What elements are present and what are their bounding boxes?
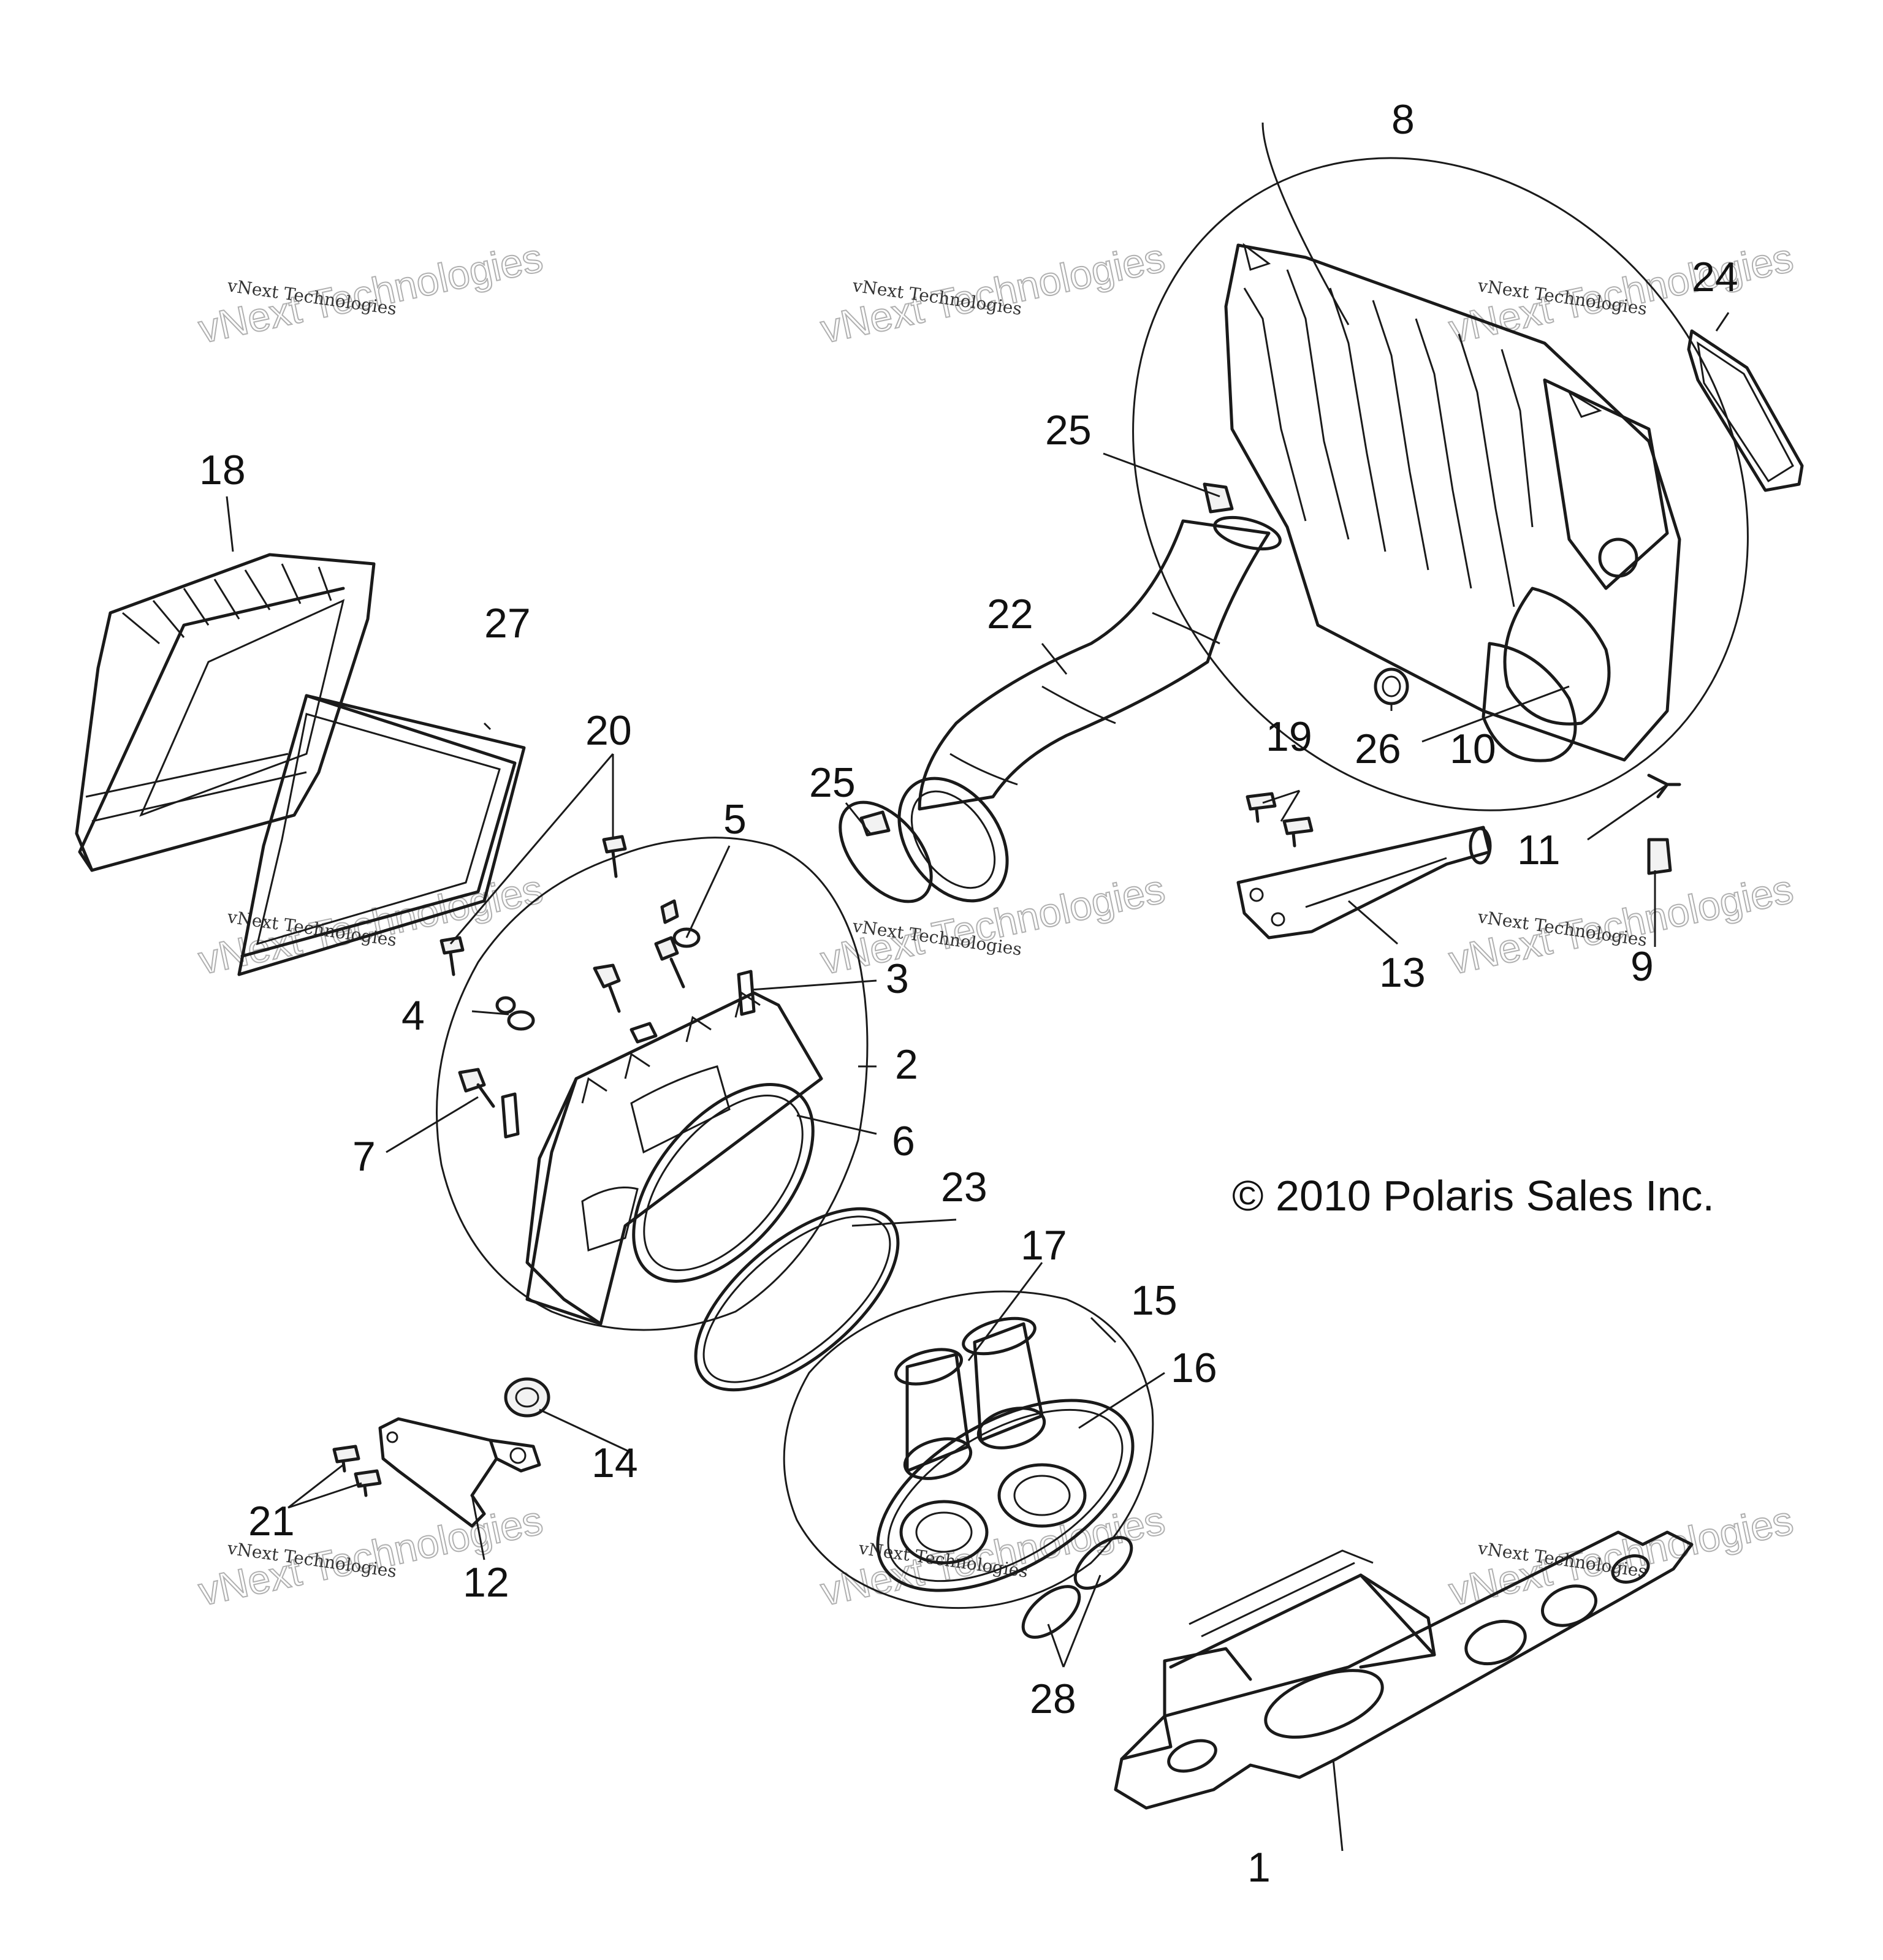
callout-23: 23 [941, 1164, 987, 1210]
grommet-26-inner [1382, 675, 1401, 697]
callout-4: 4 [401, 992, 425, 1039]
watermark-top-right: vNext Technologies vNext Technologies [1445, 234, 1798, 352]
callout-6: 6 [892, 1118, 915, 1164]
clamps-28-part [1021, 1536, 1133, 1639]
outlet-group-outline [783, 1290, 1154, 1609]
watermark-bottom-right: vNext Technologies vNext Technologies [1445, 1497, 1798, 1615]
callout-10: 10 [1450, 726, 1496, 772]
callout-24: 24 [1692, 254, 1738, 300]
airbox-base-group-outline [436, 837, 869, 1331]
callout-2: 2 [895, 1041, 918, 1088]
callout-20: 20 [585, 707, 632, 754]
callout-22: 22 [987, 591, 1033, 637]
callout-13: 13 [1379, 949, 1426, 996]
callout-21: 21 [248, 1498, 295, 1544]
gasket-inner [1696, 341, 1794, 483]
callout-17: 17 [1021, 1222, 1067, 1269]
callout-15: 15 [1131, 1277, 1177, 1324]
hardware-small-parts [439, 835, 756, 1139]
airbox-lid-part [75, 553, 376, 872]
airbox-assembly-outline [1132, 157, 1749, 811]
callout-labels: 1 2 3 4 5 6 7 8 9 10 11 12 13 14 15 16 1… [199, 96, 1738, 1891]
nut-14-part [504, 1377, 550, 1418]
callout-7: 7 [352, 1133, 376, 1180]
callout-27: 27 [484, 600, 531, 647]
bolts-19-part [1246, 792, 1314, 848]
watermark-mid-right: vNext Technologies vNext Technologies [1445, 865, 1798, 984]
gasket-part [1687, 329, 1804, 492]
callout-19: 19 [1266, 713, 1312, 760]
callout-25-lower: 25 [809, 759, 856, 806]
watermark-bottom-center: vNext Technologies vNext Technologies [816, 1497, 1170, 1615]
gasket-23-inner [702, 1215, 891, 1383]
bolts-21-part [332, 1445, 382, 1497]
intake-duct-part [897, 515, 1282, 903]
bracket-13-part [1236, 826, 1492, 940]
callout-25-upper: 25 [1045, 407, 1092, 454]
callout-9: 9 [1630, 943, 1654, 990]
callout-18: 18 [199, 447, 246, 493]
watermark-top-left: vNext Technologies vNext Technologies [194, 234, 547, 352]
callout-11: 11 [1517, 827, 1561, 873]
clamp-25-upper-part [1203, 482, 1234, 514]
velocity-stack-17-part [894, 1316, 1046, 1480]
airbox-base-part [525, 991, 823, 1326]
callout-16: 16 [1171, 1345, 1217, 1391]
bracket-12-part [378, 1417, 541, 1528]
callout-1: 1 [1247, 1844, 1271, 1891]
callout-28: 28 [1030, 1676, 1076, 1722]
drain-plug-9-part [1647, 838, 1672, 875]
callout-8: 8 [1391, 96, 1415, 143]
leader-lines [226, 122, 1730, 1852]
callout-14: 14 [592, 1440, 638, 1486]
mounting-tray-part [1114, 1530, 1694, 1810]
callout-3: 3 [886, 955, 909, 1002]
callout-12: 12 [463, 1559, 509, 1606]
outlet-plate-part [876, 1399, 1135, 1592]
airbox-housing-part [1224, 243, 1681, 762]
air-filter-part [237, 694, 526, 976]
gasket-23-part [694, 1207, 900, 1392]
watermark-top-center: vNext Technologies vNext Technologies [816, 234, 1170, 352]
callout-26: 26 [1355, 726, 1401, 772]
copyright-notice: © 2010 Polaris Sales Inc. [1232, 1172, 1714, 1220]
grommet-26-part [1374, 667, 1409, 705]
callout-5: 5 [723, 796, 747, 843]
